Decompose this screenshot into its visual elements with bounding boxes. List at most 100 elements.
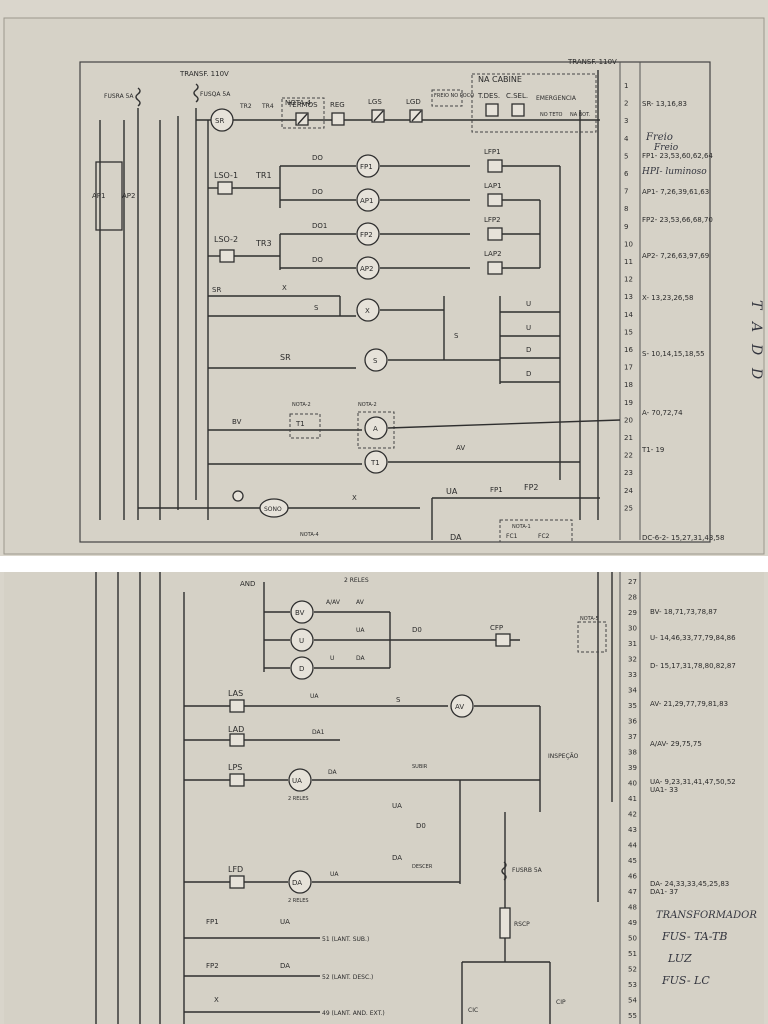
- contact-da-d: DA: [280, 962, 290, 970]
- schematic-top-svg: TRANSF. 110V TRANSF. 110V FUSRA 5A FUSQA…: [3, 17, 765, 555]
- coil-u: U UA: [264, 627, 520, 652]
- contact-da-c: DA: [392, 854, 402, 862]
- contact-d-2: D: [526, 370, 531, 378]
- top-line-number: 16: [624, 346, 633, 354]
- top-xref-entry: AP1- 7,26,39,61,63: [642, 188, 709, 196]
- top-line-number: 11: [624, 258, 633, 266]
- contact-d-1: D: [526, 346, 531, 354]
- cic-label: CIC: [468, 1007, 478, 1014]
- bottom-line-number: 30: [628, 625, 637, 633]
- top-line-number: 4: [624, 135, 629, 143]
- coil-d: D U DA: [264, 655, 390, 680]
- top-xref-entry: FP2- 23,53,66,68,70: [642, 216, 713, 224]
- coil-da-label: DA: [292, 879, 302, 887]
- bottom-line-number: 32: [628, 656, 637, 664]
- fuse-label-b: FUSRB 5A: [512, 867, 543, 874]
- schematic-bottom-svg: AND 2 RELES BV A/AV AV U UA D U DA D0 CF…: [4, 572, 764, 1024]
- coil-ua-label: UA: [292, 777, 302, 785]
- descer-label: DESCER: [412, 864, 433, 870]
- bottom-xref-entry: UA- 9,23,31,41,47,50,52: [650, 778, 736, 786]
- top-line-number: 10: [624, 240, 633, 248]
- chain-label-freio: FREIO NO POCO: [434, 93, 474, 99]
- nota4-label: NOTA-4: [285, 99, 312, 107]
- svg-text:LPS: LPS: [228, 763, 242, 772]
- svg-text:LAP1: LAP1: [484, 182, 502, 190]
- contact-x-1: X: [282, 284, 287, 292]
- top-line-number: 22: [624, 452, 633, 460]
- bottom-line-number: 52: [628, 966, 637, 974]
- top-line-number: 18: [624, 381, 633, 389]
- bottom-line-number: 54: [628, 997, 637, 1005]
- top-line-number: 6: [624, 170, 629, 178]
- svg-text:AV: AV: [356, 599, 365, 606]
- contact-ua-2: UA: [310, 693, 319, 700]
- bottom-line-number: 48: [628, 904, 637, 912]
- lamp-lps: LPS: [228, 763, 245, 787]
- contact-da1: DA1: [312, 729, 325, 736]
- bottom-line-number: 39: [628, 764, 637, 772]
- contact-sr-2: SR: [280, 353, 291, 362]
- ap-label-2: AP2: [122, 192, 135, 200]
- lamp-lfd: LFD: [228, 865, 245, 889]
- top-line-number: 2: [624, 100, 628, 108]
- bottom-xref-entry: AV- 21,29,77,79,81,83: [650, 700, 728, 708]
- bottom-line-number: 46: [628, 873, 637, 881]
- handwritten-luz: LUZ: [667, 952, 692, 965]
- line-number-column-bottom: 2728293031323334353637383940414243444546…: [628, 578, 637, 1020]
- svg-text:BV: BV: [295, 609, 305, 617]
- svg-text:DO: DO: [312, 188, 323, 196]
- contact-fp1: FP1: [490, 486, 503, 494]
- bottom-line-number: 53: [628, 981, 637, 989]
- switch-c-sel: [511, 103, 525, 117]
- bottom-line-number: 29: [628, 609, 637, 617]
- nota2a-label: NOTA-2: [292, 402, 311, 408]
- bottom-xref-entry: UA1- 33: [650, 786, 678, 794]
- svg-text:LAS: LAS: [228, 689, 243, 698]
- handwritten-side-note-3: D: [748, 343, 764, 355]
- line-number-column: 1234567891011121314151617181920212223242…: [624, 82, 633, 512]
- bottom-xref-entry: DA- 24,33,33,45,25,83: [650, 880, 729, 888]
- top-line-number: 20: [624, 416, 633, 424]
- nota5-label: NOTA-5: [580, 616, 599, 622]
- bottom-line-number: 43: [628, 826, 637, 834]
- contact-ua-4: UA: [330, 871, 339, 878]
- bottom-line-number: 27: [628, 578, 637, 586]
- contact-da-b: DA: [328, 769, 338, 776]
- top-xref-entry: S- 10,14,15,18,55: [642, 350, 705, 358]
- bottom-line-number: 51: [628, 950, 637, 958]
- schematic-sheet-bottom: AND 2 RELES BV A/AV AV U UA D U DA D0 CF…: [0, 572, 768, 1024]
- contact-av: AV: [456, 444, 465, 452]
- ap-label-1: AP1: [92, 192, 105, 200]
- cip-label: CIP: [556, 999, 566, 1006]
- svg-text:DO: DO: [312, 154, 323, 162]
- coil-ap2: AP2 DO: [280, 256, 470, 280]
- lamp-las: LAS: [228, 689, 245, 713]
- no-teto-label: NO TETO: [540, 112, 563, 118]
- coil-x-label: X: [365, 307, 370, 315]
- na-cabine-label: NA CABINE: [478, 75, 522, 84]
- fuse-symbol-2: [193, 83, 199, 103]
- coil-a: [364, 416, 388, 440]
- contact-u-2: U: [526, 324, 531, 332]
- bottom-xref-entry: A/AV- 29,75,75: [650, 740, 702, 748]
- coil-ap1: AP1 DO: [280, 188, 470, 212]
- handwritten-fus-ta-tb: FUS- TA-TB: [661, 930, 727, 943]
- reles-label-2: 2 RELES: [288, 796, 309, 802]
- bottom-line-number: 28: [628, 594, 637, 602]
- bottom-xref-entry: U- 14,46,33,77,79,84,86: [650, 634, 736, 642]
- top-xref-entry: A- 70,72,74: [642, 409, 683, 417]
- reles-label-1: 2 RELES: [344, 577, 369, 584]
- contact-fp2: FP2: [524, 483, 539, 492]
- svg-text:LFP1: LFP1: [484, 148, 501, 156]
- bottom-line-number: 35: [628, 702, 637, 710]
- top-xref-entry: AP2- 7,26,63,97,69: [642, 252, 709, 260]
- svg-text:LAP2: LAP2: [484, 250, 502, 258]
- top-xref-entry: T1- 19: [641, 446, 664, 454]
- bottom-xref-entry: DA1- 37: [650, 888, 678, 896]
- emergencia-label: EMERGENCIA: [536, 95, 577, 102]
- coil-s: [364, 348, 388, 372]
- coil-ua: [288, 768, 312, 792]
- svg-text:DO1: DO1: [312, 222, 327, 230]
- bottom-line-number: 49: [628, 919, 637, 927]
